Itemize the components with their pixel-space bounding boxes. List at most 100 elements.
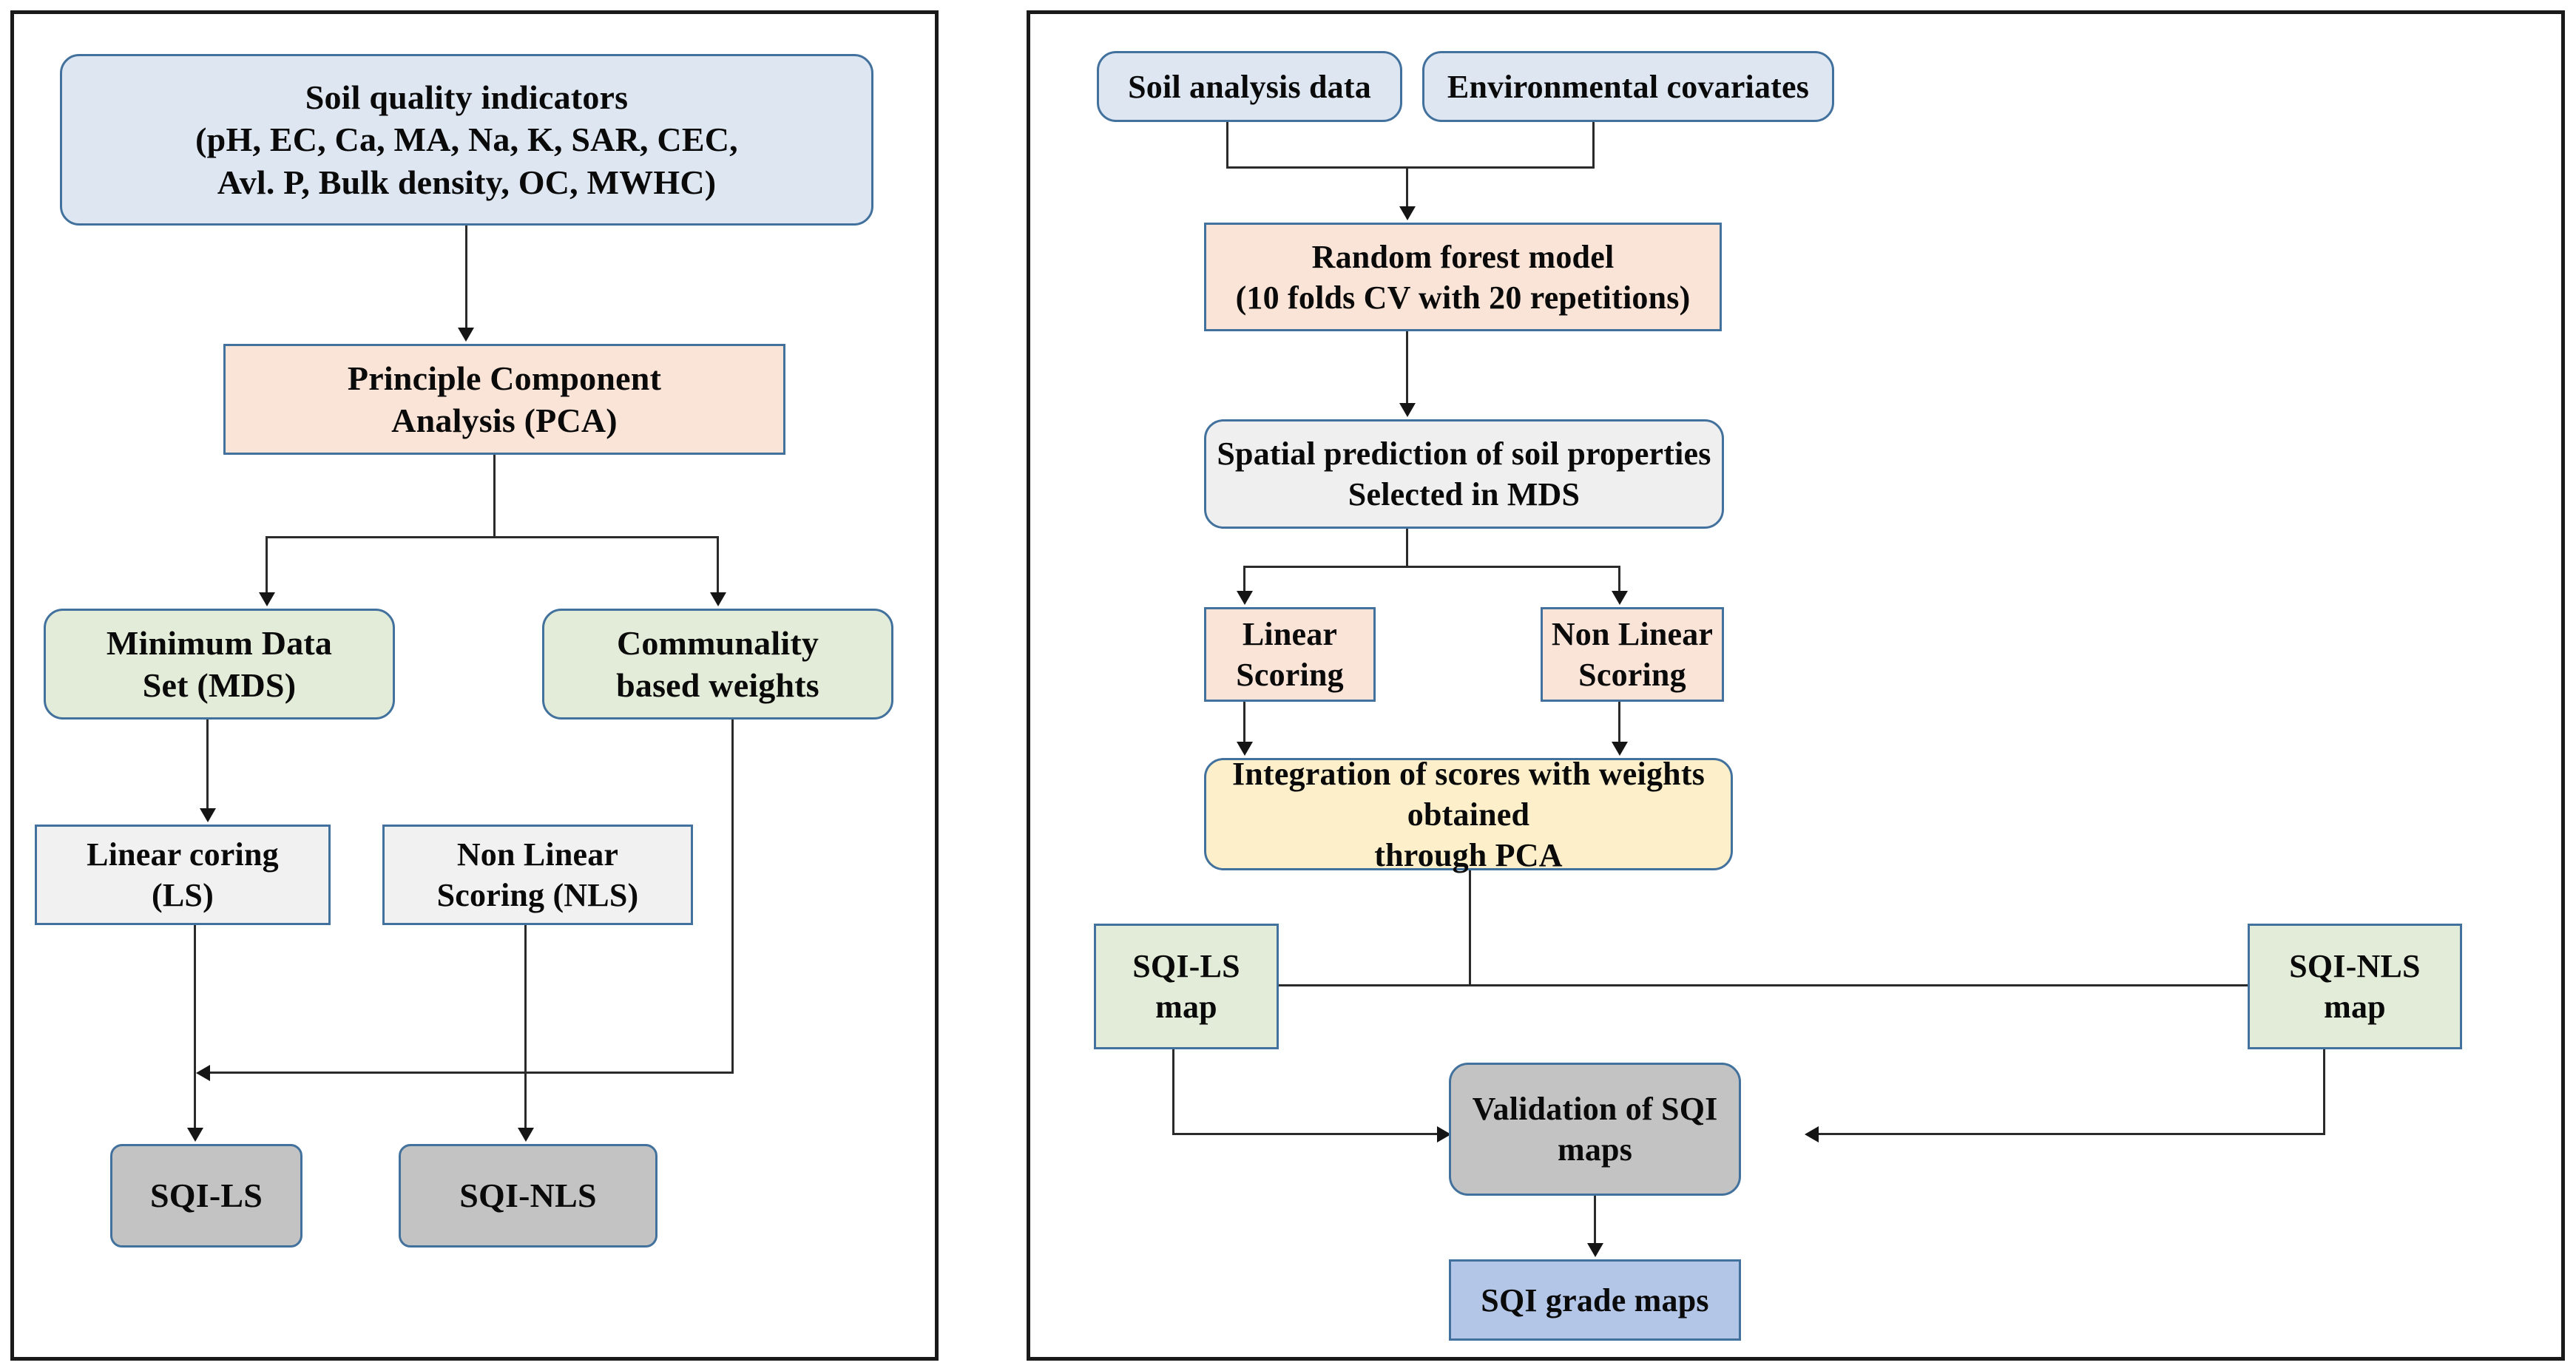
edge-sqils-to-validation-arrowhead	[1437, 1126, 1451, 1142]
node-line-2: maps	[1557, 1131, 1633, 1168]
edge-spatial-to-nonlinear-drop	[1618, 566, 1620, 595]
edge-integration-to-sqinls-bar	[1469, 984, 2258, 986]
node-line-1: SQI-LS map	[1132, 948, 1240, 1025]
edge-spatial-to-nonlinear-arrowhead	[1612, 591, 1628, 605]
node-line-2: Analysis (PCA)	[391, 402, 618, 439]
node-line-1: Validation of SQI	[1472, 1091, 1718, 1127]
node-line-3: Avl. P, Bulk density, OC, MWHC)	[217, 163, 717, 201]
node-line-2: (10 folds CV with 20 repetitions)	[1235, 279, 1691, 316]
node-line-1: Non Linear	[456, 836, 619, 873]
node-line-2: through PCA	[1374, 836, 1563, 873]
edge-ls-to-sqils-line	[194, 925, 196, 1134]
node-line-1: Minimum Data	[106, 623, 333, 662]
edge-ls-to-sqils-arrowhead	[187, 1128, 203, 1142]
edge-sqils-elbow-down	[1172, 1049, 1174, 1135]
edge-spatial-to-linear-arrowhead	[1237, 591, 1253, 605]
edge-communality-arrowhead	[196, 1065, 210, 1081]
node-label-block: Soil quality indicators (pH, EC, Ca, MA,…	[188, 76, 746, 204]
edge-pca-split-bar	[266, 536, 719, 538]
node-line-1: Soil analysis data	[1128, 68, 1371, 105]
edge-nonlinear-to-integration-line	[1618, 702, 1620, 748]
edge-rf-to-spatial-arrowhead	[1399, 403, 1416, 417]
node-line-1: Linear	[1242, 616, 1338, 652]
node-label-block: Non Linear Scoring (NLS)	[430, 834, 646, 915]
node-line-2: based weights	[616, 666, 819, 704]
node-line-1: Spatial prediction of soil properties	[1217, 436, 1711, 472]
edge-sqinls-to-validation-arrowhead	[1805, 1126, 1819, 1142]
edge-indicators-to-pca-arrowhead	[458, 328, 474, 342]
node-line-1: Principle Component	[347, 359, 662, 397]
edge-pca-to-communality-drop	[717, 536, 719, 597]
right-panel: Soil analysis data Environmental covaria…	[1027, 10, 2565, 1361]
node-line-1: Communality	[616, 623, 819, 662]
node-line-2: Scoring (NLS)	[436, 877, 639, 913]
node-non-linear-scoring-nls[interactable]: Non Linear Scoring (NLS)	[382, 825, 693, 925]
edge-covariates-drop	[1592, 122, 1595, 169]
edge-integration-stem	[1469, 870, 1471, 986]
node-line-1: Environmental covariates	[1447, 68, 1810, 105]
node-line-1: SQI-NLS	[459, 1177, 597, 1215]
node-random-forest-model[interactable]: Random forest model (10 folds CV with 20…	[1204, 223, 1722, 331]
edge-merge-to-rf-arrowhead	[1399, 206, 1416, 220]
node-linear-scoring[interactable]: Linear Scoring	[1204, 607, 1376, 702]
node-label-block: Communality based weights	[609, 622, 827, 707]
edge-spatial-split-stem	[1406, 529, 1408, 567]
node-sqi-grade-maps[interactable]: SQI grade maps	[1449, 1259, 1741, 1341]
node-line-1: SQI-NLS map	[2289, 948, 2421, 1025]
edge-merge-bar	[1226, 166, 1595, 169]
node-label-block: Non Linear Scoring	[1544, 614, 1720, 695]
node-integration-of-scores[interactable]: Integration of scores with weights obtai…	[1204, 756, 1733, 873]
node-soil-quality-indicators[interactable]: Soil quality indicators (pH, EC, Ca, MA,…	[60, 54, 873, 226]
node-validation-of-sqi-maps[interactable]: Validation of SQI maps	[1449, 1063, 1741, 1196]
node-line-2: Scoring	[1578, 657, 1686, 693]
node-linear-coring-ls[interactable]: Linear coring (LS)	[35, 825, 331, 925]
node-communality-based-weights[interactable]: Communality based weights	[542, 609, 893, 720]
left-panel: Soil quality indicators (pH, EC, Ca, MA,…	[10, 10, 939, 1361]
edge-mds-to-ls-arrowhead	[200, 808, 216, 822]
edge-integration-to-sqils-bar	[1267, 984, 1470, 986]
node-label-block: Principle Component Analysis (PCA)	[340, 357, 669, 442]
edge-nls-to-sqinls-line	[524, 925, 527, 1134]
edge-linear-to-integration-arrowhead	[1237, 742, 1253, 756]
edge-sqinls-elbow-down	[2323, 1049, 2325, 1135]
node-sqi-ls-map[interactable]: SQI-LS map	[1094, 924, 1279, 1049]
node-sqi-nls-map[interactable]: SQI-NLS map	[2248, 924, 2462, 1049]
node-label-block: Linear coring (LS)	[79, 834, 286, 915]
edge-merge-to-rf-stem	[1406, 166, 1408, 212]
node-pca[interactable]: Principle Component Analysis (PCA)	[223, 344, 785, 455]
node-non-linear-scoring[interactable]: Non Linear Scoring	[1541, 607, 1724, 702]
node-label-block: Spatial prediction of soil properties Se…	[1209, 433, 1718, 515]
edge-soildata-drop	[1226, 122, 1228, 169]
edge-spatial-split-bar	[1243, 566, 1620, 568]
node-line-2: (LS)	[152, 877, 214, 913]
node-sqi-ls[interactable]: SQI-LS	[110, 1144, 302, 1248]
edge-sqinls-elbow-across	[1816, 1133, 2325, 1135]
node-line-1: SQI grade maps	[1481, 1282, 1709, 1318]
edge-validation-to-grademaps-line	[1594, 1196, 1596, 1249]
node-minimum-data-set[interactable]: Minimum Data Set (MDS)	[44, 609, 395, 720]
node-label-block: Linear Scoring	[1228, 614, 1351, 695]
node-label-block: Integration of scores with weights obtai…	[1206, 754, 1731, 876]
edge-pca-to-mds-drop	[266, 536, 268, 597]
node-line-1: Linear coring	[87, 836, 279, 873]
node-line-2: Scoring	[1236, 657, 1344, 693]
edge-pca-to-communality-arrowhead	[710, 592, 726, 606]
node-label-block: Validation of SQI maps	[1465, 1089, 1725, 1170]
edge-rf-to-spatial-line	[1406, 331, 1408, 409]
node-sqi-nls[interactable]: SQI-NLS	[399, 1144, 657, 1248]
node-environmental-covariates[interactable]: Environmental covariates	[1422, 51, 1834, 122]
edge-linear-to-integration-line	[1243, 702, 1245, 748]
node-label-block: Random forest model (10 folds CV with 20…	[1228, 237, 1698, 318]
edge-spatial-to-linear-drop	[1243, 566, 1245, 595]
node-line-1: Random forest model	[1311, 238, 1615, 275]
node-line-1: Integration of scores with weights obtai…	[1231, 755, 1705, 833]
node-soil-analysis-data[interactable]: Soil analysis data	[1097, 51, 1402, 122]
edge-sqils-elbow-across	[1172, 1133, 1441, 1135]
edge-communality-elbow-down	[731, 717, 734, 1073]
node-line-1: SQI-LS	[149, 1177, 263, 1215]
node-line-2: Set (MDS)	[142, 666, 297, 704]
edge-pca-split-stem	[493, 455, 496, 538]
edge-nls-to-sqinls-arrowhead	[518, 1128, 534, 1142]
node-spatial-prediction[interactable]: Spatial prediction of soil properties Se…	[1204, 419, 1724, 529]
